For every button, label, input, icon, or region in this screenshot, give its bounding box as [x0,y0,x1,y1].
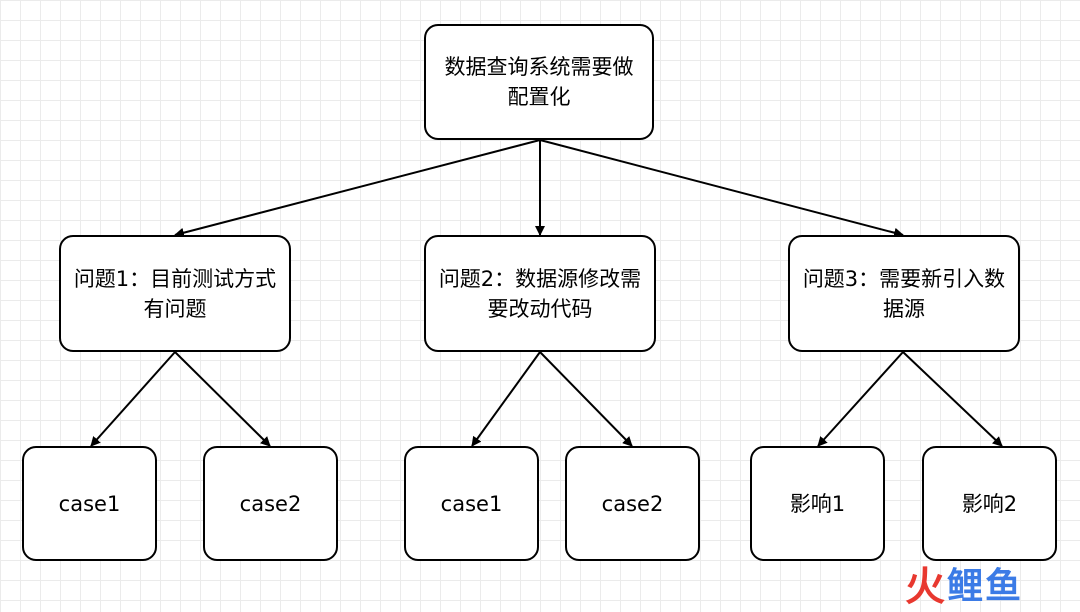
problem-node-label-line1: 问题3：需要新引入数 [802,266,1006,291]
problem-node-label-line1: 问题2：数据源修改需 [438,266,642,291]
root-node-label-line2: 配置化 [507,85,571,109]
problem-node-1[interactable]: 问题1：目前测试方式 有问题 [59,235,291,352]
arrow-problem-2-to-leaf-3 [471,351,541,447]
problem-node-label-line2: 据源 [883,296,925,321]
problem-node-label-line2: 要改动代码 [487,296,593,321]
arrow-problem-1-to-leaf-2 [174,351,271,447]
arrow-root-to-problem-3 [539,139,904,238]
leaf-node-2[interactable]: case2 [203,446,338,561]
arrow-problem-2-to-leaf-4 [539,351,633,447]
leaf-node-label: 影响2 [961,491,1018,516]
arrow-problem-3-to-leaf-5 [817,351,904,447]
leaf-node-label: 影响1 [789,491,846,516]
arrow-problem-3-to-leaf-6 [902,351,1003,447]
leaf-node-label: case2 [601,491,664,516]
watermark-text: 鲤鱼 [947,566,1024,607]
problem-node-label-line1: 问题1：目前测试方式 [73,266,277,291]
root-node-label-line1: 数据查询系统需要做 [444,55,634,79]
leaf-node-1[interactable]: case1 [22,446,157,561]
root-node[interactable]: 数据查询系统需要做 配置化 [424,24,654,140]
watermark-logo: 火 鲤鱼 [905,565,1070,609]
watermark-fire-glyph: 火 [905,564,945,610]
arrow-problem-1-to-leaf-1 [90,351,176,447]
leaf-node-4[interactable]: case2 [565,446,700,561]
arrow-root-to-problem-1 [174,139,541,238]
leaf-node-label: case2 [239,491,302,516]
leaf-node-label: case1 [58,491,121,516]
problem-node-label-line2: 有问题 [143,296,207,321]
leaf-node-3[interactable]: case1 [404,446,539,561]
leaf-node-5[interactable]: 影响1 [750,446,885,561]
leaf-node-label: case1 [440,491,503,516]
leaf-node-6[interactable]: 影响2 [922,446,1057,561]
problem-node-2[interactable]: 问题2：数据源修改需 要改动代码 [424,235,656,352]
problem-node-3[interactable]: 问题3：需要新引入数 据源 [788,235,1020,352]
